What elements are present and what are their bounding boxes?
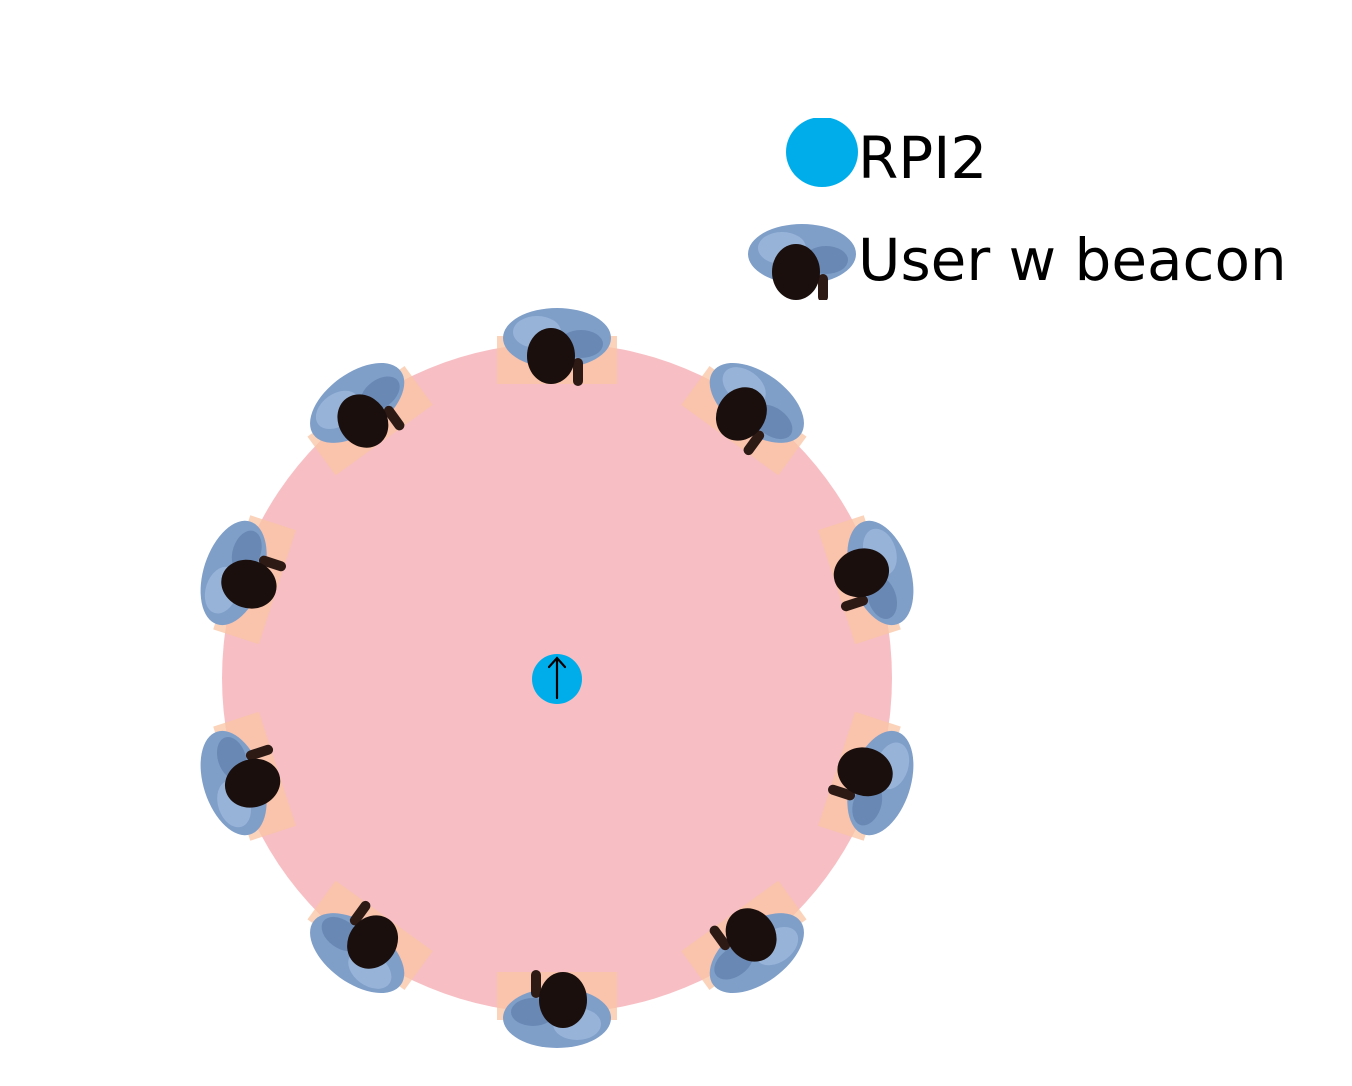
user-with-beacon-icon [748, 224, 856, 302]
up-arrow-icon [547, 656, 567, 700]
user-with-beacon-icon [295, 880, 433, 1010]
legend: RPI2 User w beacon [740, 100, 1340, 320]
user-with-beacon-icon [295, 346, 433, 476]
legend-label-user: User w beacon [858, 226, 1287, 294]
users-ring [188, 308, 926, 1048]
user-with-beacon-icon [188, 711, 296, 844]
legend-item-user: User w beacon [740, 220, 1287, 302]
legend-item-rpi: RPI2 [740, 117, 988, 198]
user-with-beacon-icon [818, 512, 926, 645]
user-with-beacon-icon [497, 308, 617, 386]
user-with-beacon-icon [818, 711, 926, 844]
legend-label-rpi: RPI2 [858, 124, 988, 192]
user-with-beacon-icon [681, 880, 819, 1010]
rpi-device [532, 654, 582, 704]
user-with-beacon-icon [497, 970, 617, 1048]
user-with-beacon-icon [681, 346, 819, 476]
user-with-beacon-icon [188, 512, 296, 645]
rpi-dot-icon [786, 117, 858, 187]
